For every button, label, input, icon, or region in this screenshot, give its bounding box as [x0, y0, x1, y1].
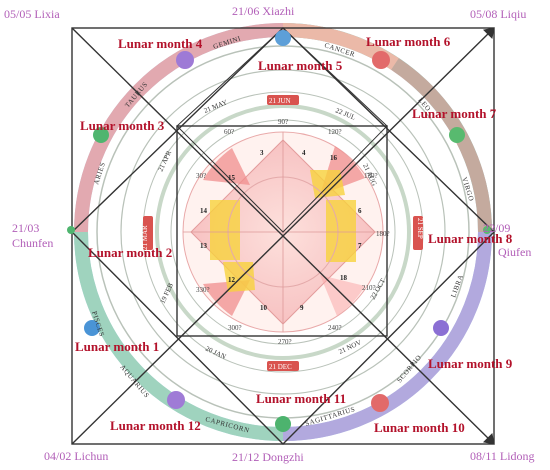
date-label: 21 JUN: [269, 97, 291, 105]
zodiac-glyph-sagittarius: [371, 394, 389, 412]
date-label: 21 DEC: [269, 363, 292, 371]
lunar-month-11: Lunar month 11: [256, 391, 346, 406]
lunar-month-2: Lunar month 2: [88, 245, 172, 260]
zodiac-glyph-pisces: [84, 320, 100, 336]
lunar-month-labels: Lunar month 4 Lunar month 5 Lunar month …: [75, 34, 513, 435]
sector-number: 18: [340, 274, 348, 282]
sector-number: 14: [200, 207, 208, 215]
solar-term-label-lichun: 04/02 Lichun: [44, 449, 108, 463]
lunar-month-4: Lunar month 4: [118, 36, 203, 51]
lunar-month-10: Lunar month 10: [374, 420, 465, 435]
zodiac-glyph-capricorn: [167, 391, 185, 409]
sector-numbers: 3 4 16 6 7 18 9 10 12 13 14 15: [200, 149, 362, 312]
zodiac-glyph-gemini: [176, 51, 194, 69]
arrow-markers: [482, 27, 495, 445]
degree-label: 300?: [228, 324, 242, 332]
date-label: 21 MAY: [203, 98, 229, 115]
degree-label: 240?: [328, 324, 342, 332]
solar-term-label-qiufen-date: 22/09: [483, 221, 510, 235]
lunar-month-1: Lunar month 1: [75, 339, 159, 354]
solar-term-label-lidong: 08/11 Lidong: [470, 449, 535, 463]
lunar-month-6: Lunar month 6: [366, 34, 451, 49]
date-label: 21 APR: [157, 149, 174, 173]
diagonal-2: [71, 27, 495, 445]
degree-label: 120?: [328, 128, 342, 136]
arrow-head-bottom-right: [482, 432, 495, 445]
zodiac-glyph-cancer: [372, 51, 390, 69]
date-label: 21 MAR: [141, 225, 149, 250]
inner-square: [176, 125, 388, 337]
zodiac-glyph-libra: [433, 320, 449, 336]
zodiac-glyph-capricorn-sag: [275, 416, 291, 432]
sector-number: 9: [300, 304, 304, 312]
zodiac-glyph-virgo: [449, 127, 465, 143]
solar-term-label-chunfen-name: Chunfen: [12, 236, 53, 250]
degree-label: 210?: [362, 284, 376, 292]
degree-label: 60?: [224, 128, 234, 136]
arrow-head-top-right: [482, 27, 495, 40]
degree-label: 330?: [196, 286, 210, 294]
solar-term-label-liqiu: 05/08 Liqiu: [470, 7, 526, 21]
inner-diamond: [71, 27, 495, 445]
sector-number: 4: [302, 149, 306, 157]
degree-label: 180?: [376, 230, 390, 238]
sector-number: 6: [358, 207, 362, 215]
month-tags: [143, 95, 423, 371]
solar-term-label-xiazhi: 21/06 Xiazhi: [232, 4, 295, 18]
sector-number: 16: [330, 154, 338, 162]
frame-lines: [71, 27, 495, 445]
zodiac-label: LIBRA: [449, 273, 465, 298]
degree-label: 90?: [278, 118, 288, 126]
zodiac-glyph-gemini-cancer: [275, 30, 291, 46]
degree-label: 30?: [196, 172, 206, 180]
zodiac-glyphs: [67, 30, 491, 432]
sector-number: 10: [260, 304, 268, 312]
sector-number: 3: [260, 149, 264, 157]
lunar-month-7: Lunar month 7: [412, 106, 497, 121]
lunar-month-9: Lunar month 9: [428, 356, 513, 371]
solar-term-labels: 05/05 Lixia 21/06 Xiazhi 05/08 Liqiu 21/…: [4, 4, 535, 464]
date-label: 21 SEP: [416, 218, 424, 239]
degree-label: 150?: [364, 172, 378, 180]
zodiac-glyph-aries: [93, 127, 109, 143]
solar-term-label-lixia: 05/05 Lixia: [4, 7, 60, 21]
sector-number: 7: [358, 242, 362, 250]
date-label: 20 JAN: [204, 345, 227, 361]
lunar-month-12: Lunar month 12: [110, 418, 201, 433]
degree-labels: 90? 120? 150? 180? 210? 240? 270? 300? 3…: [196, 118, 390, 346]
lunar-month-8: Lunar month 8: [428, 231, 513, 246]
sector-number: 12: [228, 276, 236, 284]
lunar-month-5: Lunar month 5: [258, 58, 343, 73]
solar-term-label-dongzhi: 21/12 Dongzhi: [232, 450, 304, 464]
lunar-month-3: Lunar month 3: [80, 118, 165, 133]
sector-number: 15: [228, 174, 236, 182]
sector-number: 13: [200, 242, 208, 250]
solar-term-label-chunfen-date: 21/03: [12, 221, 39, 235]
degree-label: 270?: [278, 338, 292, 346]
solar-term-label-qiufen-name: Qiufen: [498, 245, 531, 259]
